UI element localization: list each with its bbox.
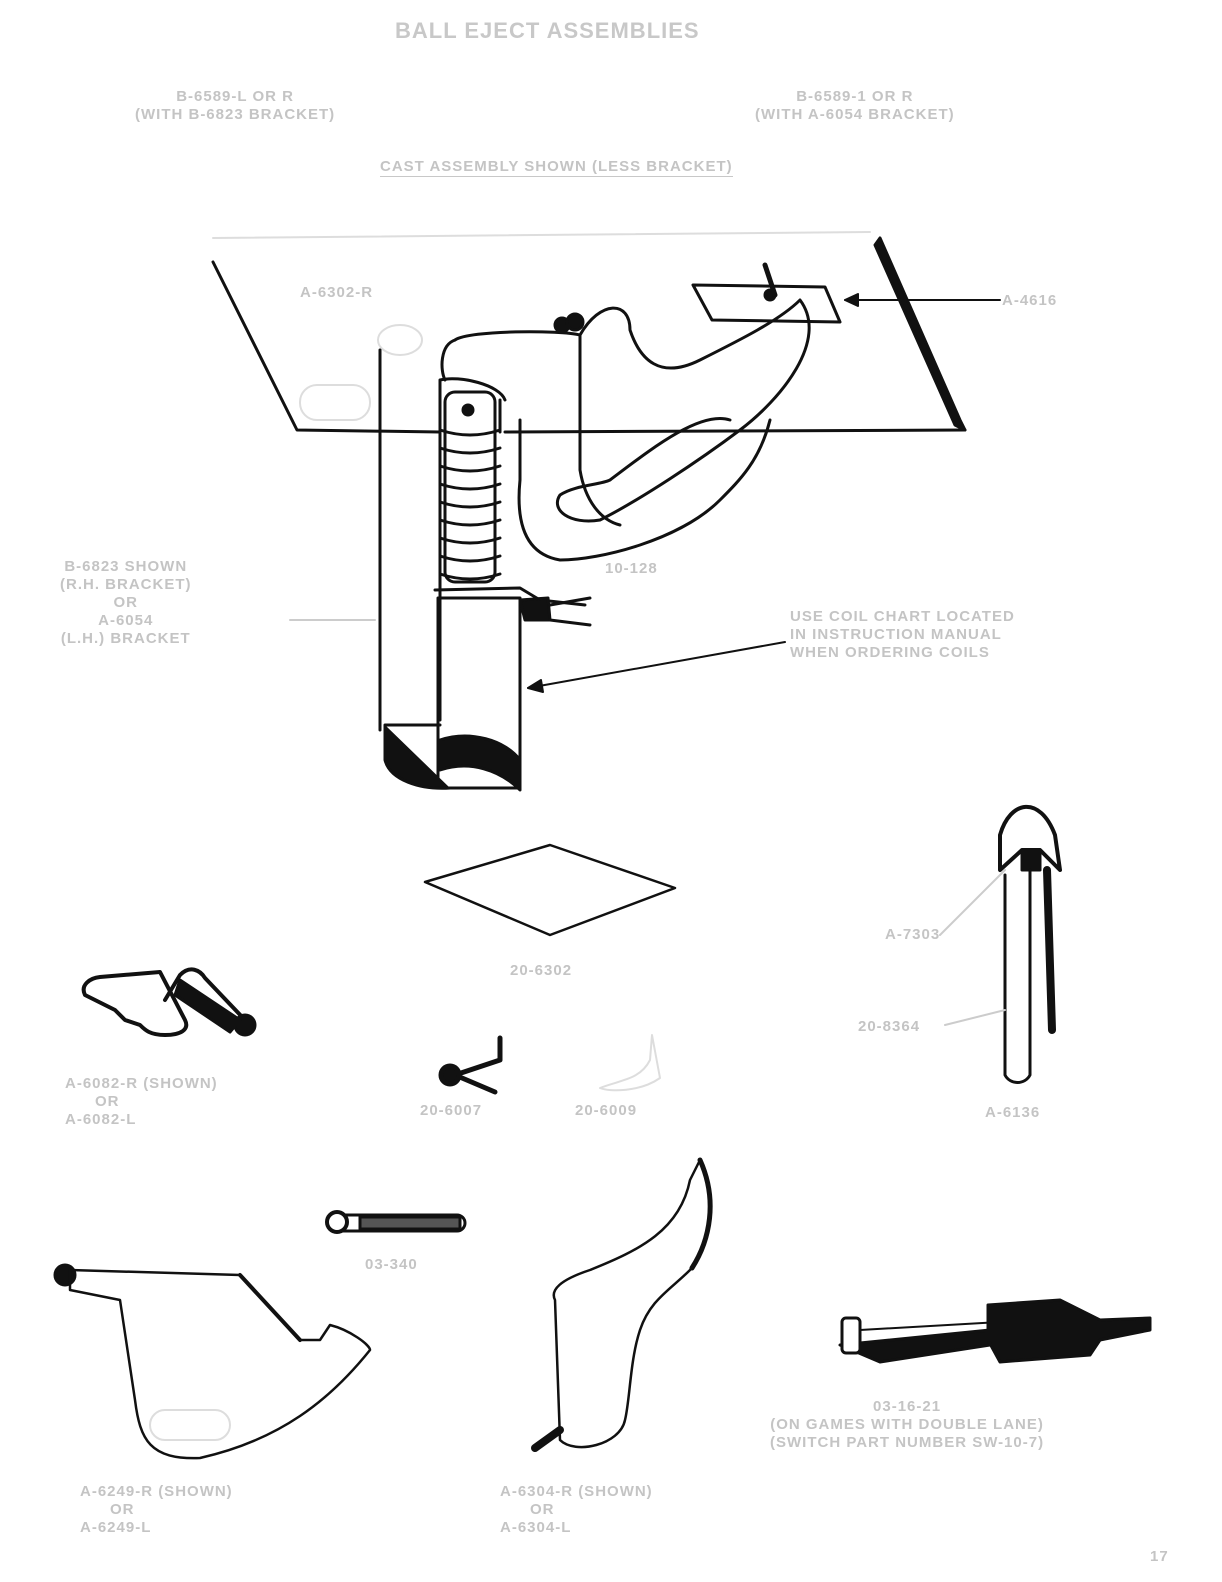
coil-bracket	[378, 348, 507, 732]
coil-note-line: USE COIL CHART LOCATED	[790, 608, 1015, 625]
part-cap: A-7303	[885, 926, 941, 943]
part-post: A-6136	[985, 1104, 1041, 1121]
coil-note: USE COIL CHART LOCATED IN INSTRUCTION MA…	[790, 608, 1015, 662]
switch-line: 03-16-21	[873, 1398, 942, 1415]
kicker-arm	[453, 298, 811, 523]
base-plate	[211, 231, 967, 434]
kicker-line: A-6304-L	[500, 1519, 572, 1536]
part-switch: 03-16-21 (ON GAMES WITH DOUBLE LANE) (SW…	[770, 1398, 1044, 1452]
mounting-plate	[691, 283, 842, 324]
coil-note-line: WHEN ORDERING COILS	[790, 644, 990, 661]
variant-right-label: B-6589-1 OR R (WITH A-6054 BRACKET)	[755, 88, 955, 124]
kicker-line: OR	[530, 1501, 555, 1518]
clip	[599, 1034, 661, 1092]
crank-line: A-6249-L	[80, 1519, 152, 1536]
post	[939, 804, 1062, 1084]
link-line: OR	[95, 1093, 120, 1110]
plunger-spring	[438, 390, 502, 584]
callout-arrows	[289, 293, 1001, 693]
variant-left-label: B-6589-L OR R (WITH B-6823 BRACKET)	[135, 88, 335, 124]
crank-arm	[53, 1263, 372, 1460]
variant-left-note: (WITH B-6823 BRACKET)	[135, 106, 336, 123]
link-line: A-6082-L	[65, 1111, 137, 1128]
variant-right-part: B-6589-1 OR R	[796, 88, 914, 105]
bracket-line: B-6823 SHOWN	[64, 558, 188, 575]
part-clip: 20-6009	[575, 1102, 638, 1119]
kicker-lever	[531, 1157, 713, 1452]
part-pin: 20-6007	[420, 1102, 483, 1119]
page-title: BALL EJECT ASSEMBLIES	[395, 18, 700, 43]
callout-bracket: B-6823 SHOWN (R.H. BRACKET) OR A-6054 (L…	[60, 558, 192, 648]
lane-switch	[838, 1298, 1152, 1364]
bracket-line: (R.H. BRACKET)	[60, 576, 192, 593]
variant-left-part: B-6589-L OR R	[176, 88, 294, 105]
callout-spring: 10-128	[605, 560, 658, 577]
page-number: 17	[1150, 1548, 1169, 1565]
switch-line: (SWITCH PART NUMBER SW-10-7)	[770, 1434, 1045, 1451]
pin	[438, 1035, 503, 1095]
part-square-plate: 20-6302	[510, 962, 573, 979]
square-plate	[423, 843, 677, 937]
callout-arm-pivot: A-6302-R	[300, 284, 374, 301]
crank-line: OR	[110, 1501, 135, 1518]
part-crank: A-6249-R (SHOWN) OR A-6249-L	[80, 1483, 233, 1537]
assembly-caption: CAST ASSEMBLY SHOWN (LESS BRACKET)	[380, 158, 733, 177]
bracket-line: A-6054	[98, 612, 154, 629]
coil-note-line: IN INSTRUCTION MANUAL	[790, 626, 1002, 643]
bracket-line: (L.H.) BRACKET	[60, 630, 191, 647]
small-spring	[325, 1210, 467, 1234]
coil	[383, 586, 592, 792]
part-link: A-6082-R (SHOWN) OR A-6082-L	[65, 1075, 218, 1129]
part-small-spring: 03-340	[365, 1256, 418, 1273]
kicker-line: A-6304-R (SHOWN)	[500, 1483, 653, 1500]
callout-plate: A-4616	[1002, 292, 1058, 309]
crank-line: A-6249-R (SHOWN)	[80, 1483, 233, 1500]
link-bracket	[81, 967, 257, 1037]
switch-line: (ON GAMES WITH DOUBLE LANE)	[770, 1416, 1044, 1433]
link-line: A-6082-R (SHOWN)	[65, 1075, 218, 1092]
part-kicker: A-6304-R (SHOWN) OR A-6304-L	[500, 1483, 653, 1537]
part-post-sleeve: 20-8364	[858, 1018, 921, 1035]
variant-right-note: (WITH A-6054 BRACKET)	[755, 106, 955, 123]
bracket-line: OR	[113, 594, 138, 611]
